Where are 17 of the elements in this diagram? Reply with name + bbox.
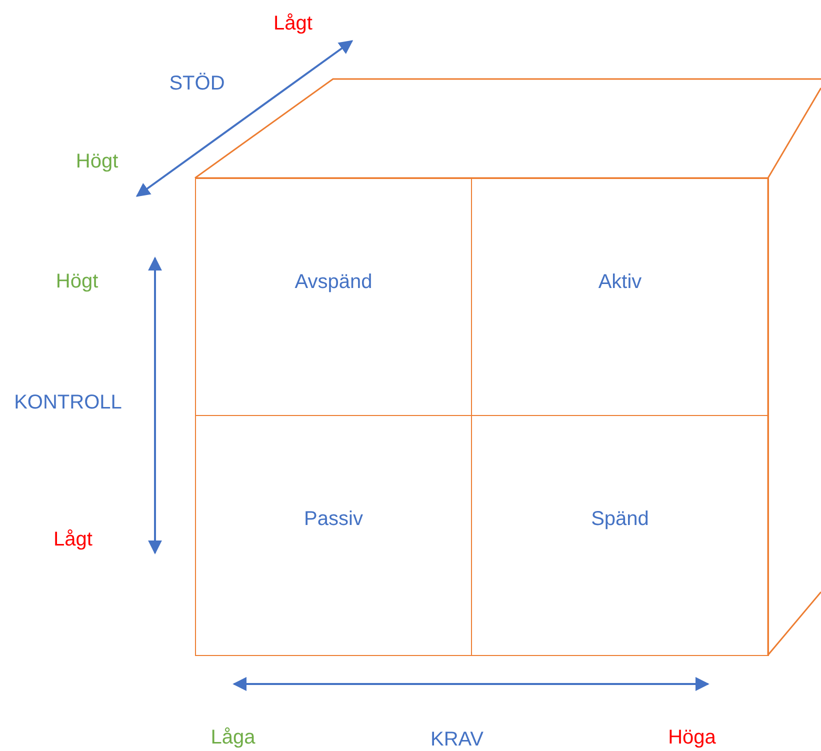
level-label: Högt xyxy=(76,150,118,174)
quadrant-box xyxy=(195,178,472,416)
level-label: Lågt xyxy=(274,12,312,36)
quadrant-box xyxy=(471,415,769,656)
axis-label: KRAV xyxy=(430,728,484,751)
level-label: Höga xyxy=(668,726,716,750)
level-label: Lågt xyxy=(54,528,92,552)
quadrant-box xyxy=(195,415,472,656)
level-label: Högt xyxy=(56,270,98,294)
axis-label: KONTROLL xyxy=(14,392,122,414)
quadrant-label: Avspänd xyxy=(294,271,372,294)
quadrant-box xyxy=(471,178,769,416)
axis-label: STÖD xyxy=(169,72,225,96)
quadrant-label: Passiv xyxy=(304,508,363,531)
quadrant-label: Aktiv xyxy=(598,271,642,294)
quadrant-label: Spänd xyxy=(591,508,649,531)
level-label: Låga xyxy=(210,726,256,750)
